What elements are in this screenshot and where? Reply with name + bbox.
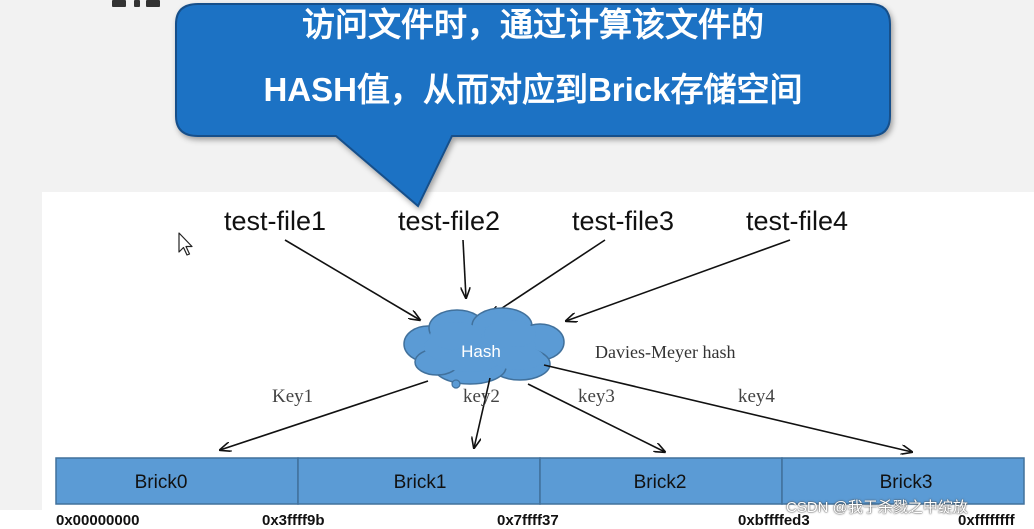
brick-1 — [297, 457, 541, 505]
hash-label: Hash — [461, 342, 501, 361]
hash-caption: Davies-Meyer hash — [595, 342, 735, 362]
brick-label-0: Brick0 — [135, 472, 188, 493]
arrow-hash-to-brick2 — [527, 383, 665, 452]
file-label-1: test-file1 — [224, 206, 326, 236]
key-label-2: key2 — [463, 386, 500, 407]
brick-3 — [781, 457, 1025, 505]
address-strip — [0, 510, 1034, 529]
arrow-file1-to-hash — [284, 239, 420, 320]
arrow-hash-to-brick1 — [474, 377, 491, 448]
mouse-pointer-icon — [178, 232, 193, 256]
address-label-4: 0xffffffff — [958, 512, 1015, 529]
brick-0 — [55, 457, 299, 505]
arrow-file4-to-hash — [566, 239, 791, 321]
brick-label-1: Brick1 — [394, 472, 447, 493]
file-label-2: test-file2 — [398, 206, 500, 236]
callout-line-2: HASH值，从而对应到Brick存储空间 — [263, 71, 802, 108]
slide-title-fragment — [112, 0, 172, 8]
hash-cloud-icon — [403, 307, 565, 389]
key-label-1: Key1 — [272, 386, 313, 407]
callout-bubble — [175, 3, 891, 208]
brick-2 — [539, 457, 783, 505]
csdn-watermark: CSDN @我于杀戮之中绽放 — [786, 499, 968, 516]
arrow-file2-to-hash — [463, 239, 466, 298]
arrow-hash-to-brick0 — [220, 380, 429, 450]
arrow-hash-to-brick3 — [543, 364, 912, 452]
address-label-3: 0xbffffed3 — [738, 512, 810, 529]
brick-bar — [55, 457, 1025, 505]
address-label-0: 0x00000000 — [56, 512, 140, 529]
file-label-3: test-file3 — [572, 206, 674, 236]
brick-label-2: Brick2 — [634, 472, 687, 493]
key-label-4: key4 — [738, 386, 775, 407]
file-label-4: test-file4 — [746, 206, 848, 236]
key-label-3: key3 — [578, 386, 615, 407]
brick-label-3: Brick3 — [880, 472, 933, 493]
arrow-file3-to-hash — [490, 239, 606, 316]
callout-line-1: 访问文件时，通过计算该文件的 — [302, 6, 764, 43]
address-label-2: 0x7ffff37 — [497, 512, 559, 529]
address-label-1: 0x3ffff9b — [262, 512, 325, 529]
